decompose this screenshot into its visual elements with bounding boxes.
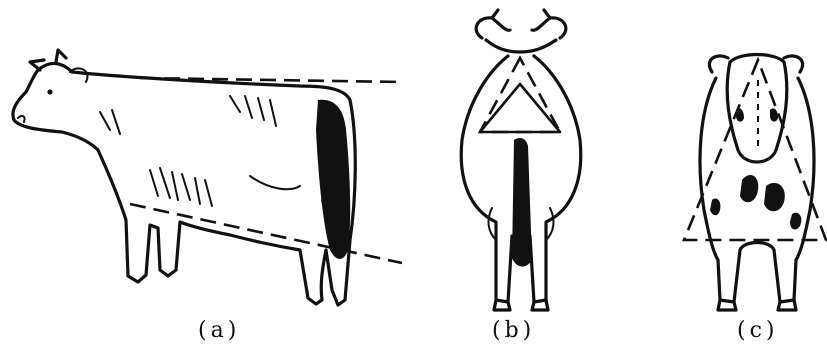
bellyline-dashed-guide	[130, 204, 402, 263]
rear-view-cow-panel	[461, 10, 581, 310]
panel-a-caption: (a)	[198, 318, 240, 343]
tail-shading	[316, 100, 350, 259]
panel-c-caption: (c)	[737, 318, 779, 343]
panel-b-caption: (b)	[492, 318, 535, 343]
side-view-cow-panel	[13, 50, 404, 305]
front-view-cow-panel	[684, 55, 826, 311]
